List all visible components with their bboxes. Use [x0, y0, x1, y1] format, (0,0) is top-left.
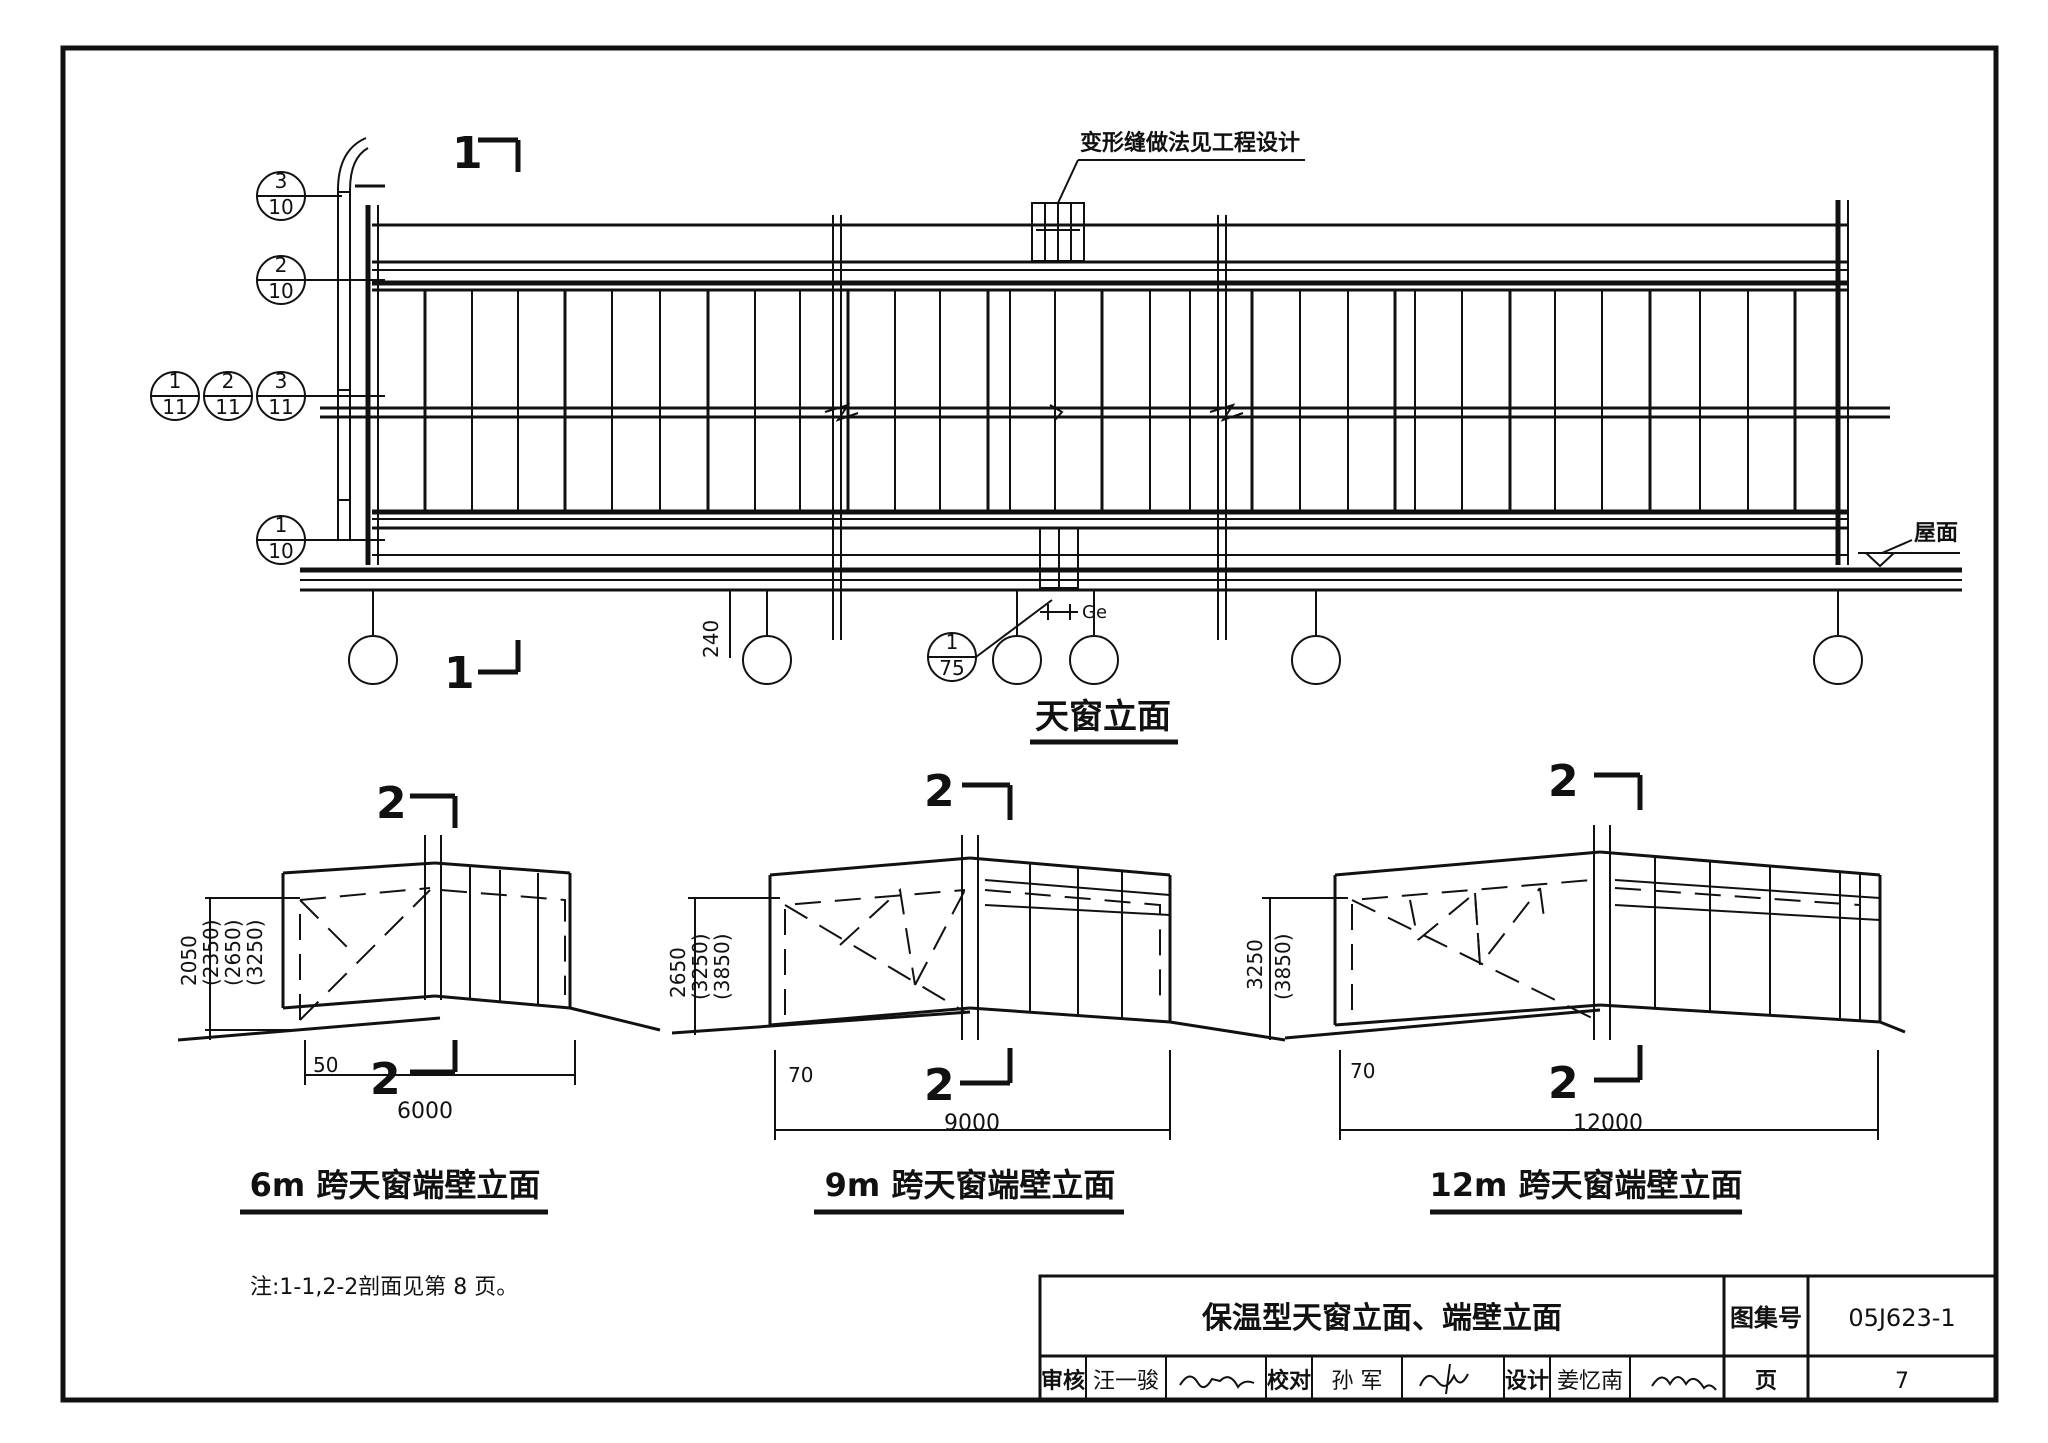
checker-signature [1419, 1363, 1469, 1395]
detail-index-markers [150, 171, 1053, 682]
end-wall-9m-height-1: (3250) [688, 933, 712, 1000]
detail-1-75-sheet: 75 [939, 656, 964, 680]
end-wall-6m-span: 6000 [397, 1099, 453, 1124]
end-wall-6m-title: 6m 跨天窗端壁立面 [250, 1166, 541, 1204]
drawing-title: 保温型天窗立面、端壁立面 [1202, 1301, 1562, 1336]
end-wall-9m-section-top: 2 [924, 766, 955, 817]
end-wall-9m: 2 2 2650 (3250) (3850) 70 9000 9m 跨天窗端壁立… [666, 766, 1286, 1215]
skylight-elevation: 1 1 变形缝做法见工程设计 屋面 Ge 240 3 10 2 10 1 11 … [150, 128, 1962, 745]
design-label: 设计 [1505, 1369, 1549, 1394]
designer-name: 姜忆南 [1557, 1369, 1623, 1394]
end-wall-6m-section-top: 2 [376, 778, 407, 829]
end-wall-12m-span: 12000 [1573, 1111, 1643, 1136]
atlas-label: 图集号 [1730, 1304, 1802, 1332]
note-text: 注:1-1,2-2剖面见第 8 页。 [250, 1275, 518, 1300]
end-wall-6m-height-2: (2650) [221, 919, 245, 986]
axis-markers [348, 590, 1863, 685]
skylight-elevation-title: 天窗立面 [1035, 697, 1171, 737]
gap-label: Ge [1082, 602, 1107, 623]
detail-2-11-sheet: 11 [215, 395, 240, 419]
end-wall-9m-span: 9000 [944, 1111, 1000, 1136]
detail-1-75-num: 1 [946, 630, 959, 654]
end-wall-12m-section-top: 2 [1548, 756, 1579, 807]
end-wall-12m-section-bottom: 2 [1548, 1058, 1579, 1109]
end-wall-6m-height-1: (2350) [199, 919, 223, 986]
end-wall-9m-title: 9m 跨天窗端壁立面 [825, 1166, 1116, 1204]
dim-240: 240 [699, 620, 723, 658]
end-wall-12m: 2 2 3250 (3850) 70 12000 12m 跨天窗端壁立面 [1243, 756, 1906, 1215]
sheet-border [60, 45, 1999, 1403]
end-wall-12m-height-1: (3850) [1271, 933, 1295, 1000]
end-wall-12m-offset: 70 [1350, 1059, 1375, 1083]
end-wall-6m: 2 2 2050 (2350) (2650) (3250) 50 6000 6m… [177, 778, 661, 1215]
reviewer-signature [1179, 1375, 1255, 1389]
end-wall-6m-height-3: (3250) [243, 919, 267, 986]
end-wall-9m-offset: 70 [788, 1063, 813, 1087]
end-wall-9m-section-bottom: 2 [924, 1060, 955, 1111]
detail-3-10-sheet: 10 [268, 195, 293, 219]
detail-3-11-sheet: 11 [268, 395, 293, 419]
check-label: 校对 [1267, 1368, 1311, 1394]
detail-1-11-num: 1 [169, 369, 182, 393]
detail-1-10-num: 1 [275, 513, 288, 537]
reviewer-name: 汪一骏 [1093, 1369, 1159, 1394]
section-1-label-bottom: 1 [444, 648, 475, 699]
detail-2-10-num: 2 [275, 253, 288, 277]
detail-3-10-num: 3 [275, 169, 288, 193]
end-wall-9m-height-2: (3850) [710, 933, 734, 1000]
end-wall-6m-offset: 50 [313, 1053, 338, 1077]
detail-3-11-num: 3 [275, 369, 288, 393]
title-block: 保温型天窗立面、端壁立面 图集号 05J623-1 审核 汪一骏 校对 孙 军 … [1038, 1274, 1998, 1402]
section-1-label-top: 1 [452, 128, 483, 179]
deformation-joint-note: 变形缝做法见工程设计 [1080, 130, 1300, 156]
detail-2-11-num: 2 [222, 369, 235, 393]
review-label: 审核 [1041, 1368, 1085, 1394]
designer-signature [1651, 1376, 1717, 1391]
atlas-number: 05J623-1 [1848, 1304, 1955, 1332]
end-wall-12m-title: 12m 跨天窗端壁立面 [1429, 1166, 1742, 1204]
detail-1-10-sheet: 10 [268, 539, 293, 563]
roof-label: 屋面 [1914, 521, 1958, 546]
checker-name: 孙 军 [1332, 1369, 1383, 1394]
detail-1-11-sheet: 11 [162, 395, 187, 419]
end-wall-6m-section-bottom: 2 [370, 1054, 401, 1105]
end-wall-9m-height-0: 2650 [666, 947, 690, 998]
detail-2-10-sheet: 10 [268, 279, 293, 303]
page-number: 7 [1895, 1369, 1909, 1394]
page-label: 页 [1755, 1369, 1777, 1394]
end-wall-6m-height-0: 2050 [177, 935, 201, 986]
end-wall-12m-height-0: 3250 [1243, 939, 1267, 990]
